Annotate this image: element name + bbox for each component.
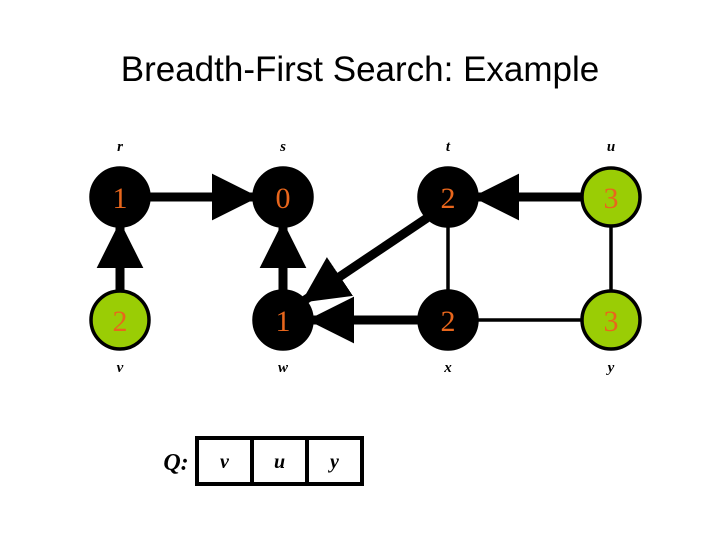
queue-cell-box	[305, 436, 364, 486]
node-circle-v	[89, 289, 151, 351]
page-title: Breadth-First Search: Example	[120, 50, 600, 89]
node-circle-r	[89, 166, 151, 228]
node-circle-s	[252, 166, 314, 228]
queue-layer: Q: v u y	[163, 436, 364, 486]
node-distance-v: 2	[113, 305, 128, 338]
graph-node-t[interactable]: 2t	[417, 139, 479, 228]
node-distance-w: 1	[276, 305, 291, 338]
graph-node-x[interactable]: 2x	[417, 289, 479, 376]
node-circle-x	[417, 289, 479, 351]
node-circle-u	[580, 166, 642, 228]
edge-layer	[96, 173, 613, 344]
node-distance-x: 2	[441, 305, 456, 338]
node-distance-r: 1	[113, 182, 128, 215]
queue-cell-box	[195, 436, 254, 486]
graph-edge-t-w	[301, 214, 430, 304]
queue-label: Q:	[163, 450, 188, 476]
node-distance-y: 3	[604, 305, 619, 338]
queue-cell-label: y	[328, 451, 339, 473]
node-distance-t: 2	[441, 182, 456, 215]
queue-cell[interactable]: v	[195, 436, 254, 486]
graph-node-r[interactable]: 1r	[89, 139, 151, 228]
queue-cell[interactable]: u	[250, 436, 309, 486]
graph-node-s[interactable]: 0s	[252, 139, 314, 228]
node-name-label-r: r	[117, 139, 123, 155]
queue-cell[interactable]: y	[305, 436, 364, 486]
node-distance-s: 0	[276, 182, 291, 215]
node-circle-y	[580, 289, 642, 351]
node-name-label-t: t	[446, 139, 451, 155]
node-name-label-u: u	[607, 139, 615, 155]
node-distance-u: 3	[604, 182, 619, 215]
node-name-label-x: x	[443, 360, 452, 376]
graph-node-v[interactable]: 2v	[89, 289, 151, 376]
graph-node-u[interactable]: 3u	[580, 139, 642, 228]
node-name-label-y: y	[606, 360, 615, 376]
node-name-label-w: w	[278, 360, 289, 376]
queue-cell-box	[250, 436, 309, 486]
queue-cell-label: u	[274, 451, 285, 473]
graph-node-w[interactable]: 1w	[252, 289, 314, 376]
node-circle-t	[417, 166, 479, 228]
graph-node-y[interactable]: 3y	[580, 289, 642, 376]
node-name-label-v: v	[117, 360, 124, 376]
queue-cell-label: v	[220, 451, 230, 473]
node-name-label-s: s	[279, 139, 286, 155]
node-circle-w	[252, 289, 314, 351]
